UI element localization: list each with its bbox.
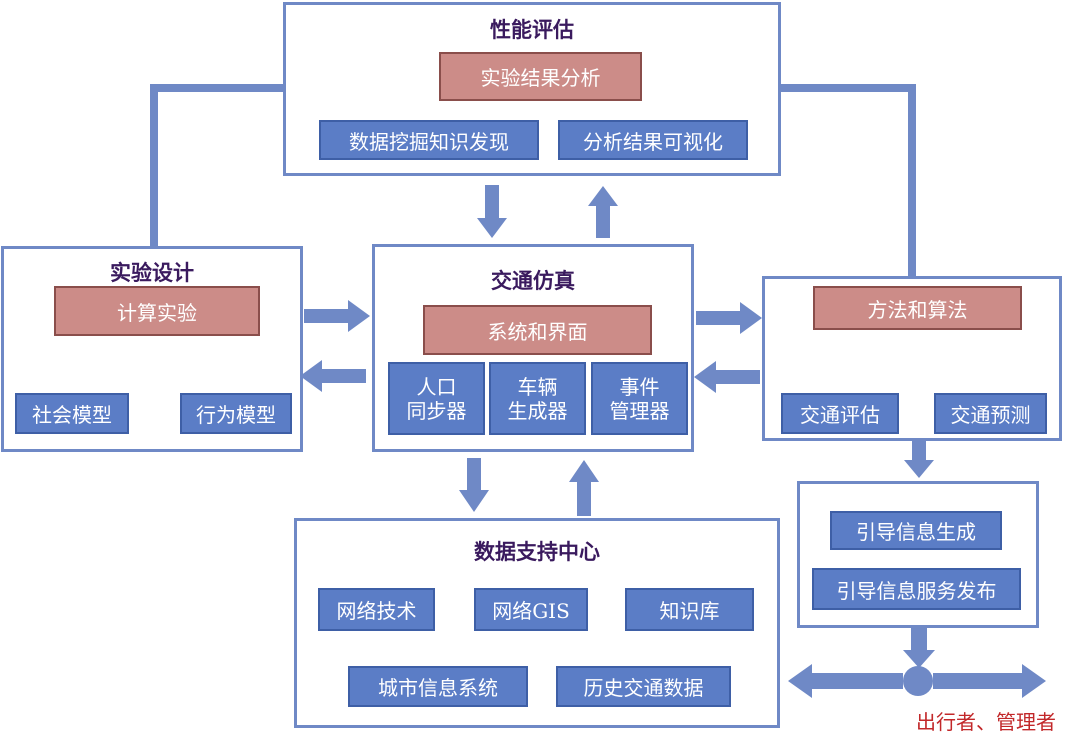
method-main-box: 方法和算法 <box>813 286 1022 330</box>
data-center-history-box: 历史交通数据 <box>556 666 731 707</box>
arrow-up-data-traffic <box>569 460 599 516</box>
arrow-left-method-traffic <box>694 361 760 393</box>
performance-right-box: 分析结果可视化 <box>558 120 748 160</box>
connector-performance-method <box>781 84 916 276</box>
traffic-title: 交通仿真 <box>491 268 575 293</box>
arrow-right-output <box>933 664 1046 698</box>
output-node <box>903 666 933 696</box>
traffic-population-line1: 人口 <box>416 374 457 399</box>
performance-main-box: 实验结果分析 <box>439 52 642 101</box>
arrow-left-output <box>788 664 903 698</box>
arrow-down-method-guide <box>904 441 934 478</box>
data-center-tech-box: 网络技术 <box>318 588 435 631</box>
arrow-down-traffic-data <box>459 458 489 512</box>
traffic-event-box: 事件 管理器 <box>591 362 688 435</box>
output-caption: 出行者、管理者 <box>916 710 1056 734</box>
experiment-right-box: 行为模型 <box>180 393 292 434</box>
experiment-main-box: 计算实验 <box>54 286 260 336</box>
method-left-box: 交通评估 <box>781 393 899 434</box>
experiment-left-box: 社会模型 <box>15 393 129 434</box>
data-center-city-box: 城市信息系统 <box>348 666 528 707</box>
arrow-up-traffic-perf <box>588 186 618 238</box>
traffic-event-line1: 事件 <box>619 374 660 399</box>
arrow-down-perf-traffic <box>477 185 507 238</box>
traffic-main-box: 系统和界面 <box>423 305 652 355</box>
connector-experiment-performance <box>150 84 283 246</box>
traffic-population-line2: 同步器 <box>406 398 467 423</box>
traffic-vehicle-box: 车辆 生成器 <box>489 362 586 435</box>
guide-stem-head <box>903 650 935 668</box>
method-right-box: 交通预测 <box>934 393 1047 434</box>
guide-publish-box: 引导信息服务发布 <box>812 568 1021 610</box>
performance-left-box: 数据挖掘知识发现 <box>319 120 539 160</box>
traffic-event-line2: 管理器 <box>609 398 670 423</box>
guide-gen-box: 引导信息生成 <box>830 511 1002 550</box>
data-center-kb-box: 知识库 <box>625 588 754 631</box>
traffic-vehicle-line2: 生成器 <box>507 398 568 423</box>
experiment-title: 实验设计 <box>110 260 194 285</box>
performance-title: 性能评估 <box>490 17 574 42</box>
arrow-right-traffic-method <box>696 302 762 334</box>
data-center-gis-box: 网络GIS <box>474 588 588 631</box>
arrow-left-traffic-exp <box>300 360 366 392</box>
data-center-title: 数据支持中心 <box>474 539 600 564</box>
traffic-population-box: 人口 同步器 <box>388 362 485 435</box>
guide-stem <box>911 628 927 654</box>
traffic-vehicle-line1: 车辆 <box>517 374 558 399</box>
arrow-right-exp-traffic <box>304 300 370 332</box>
